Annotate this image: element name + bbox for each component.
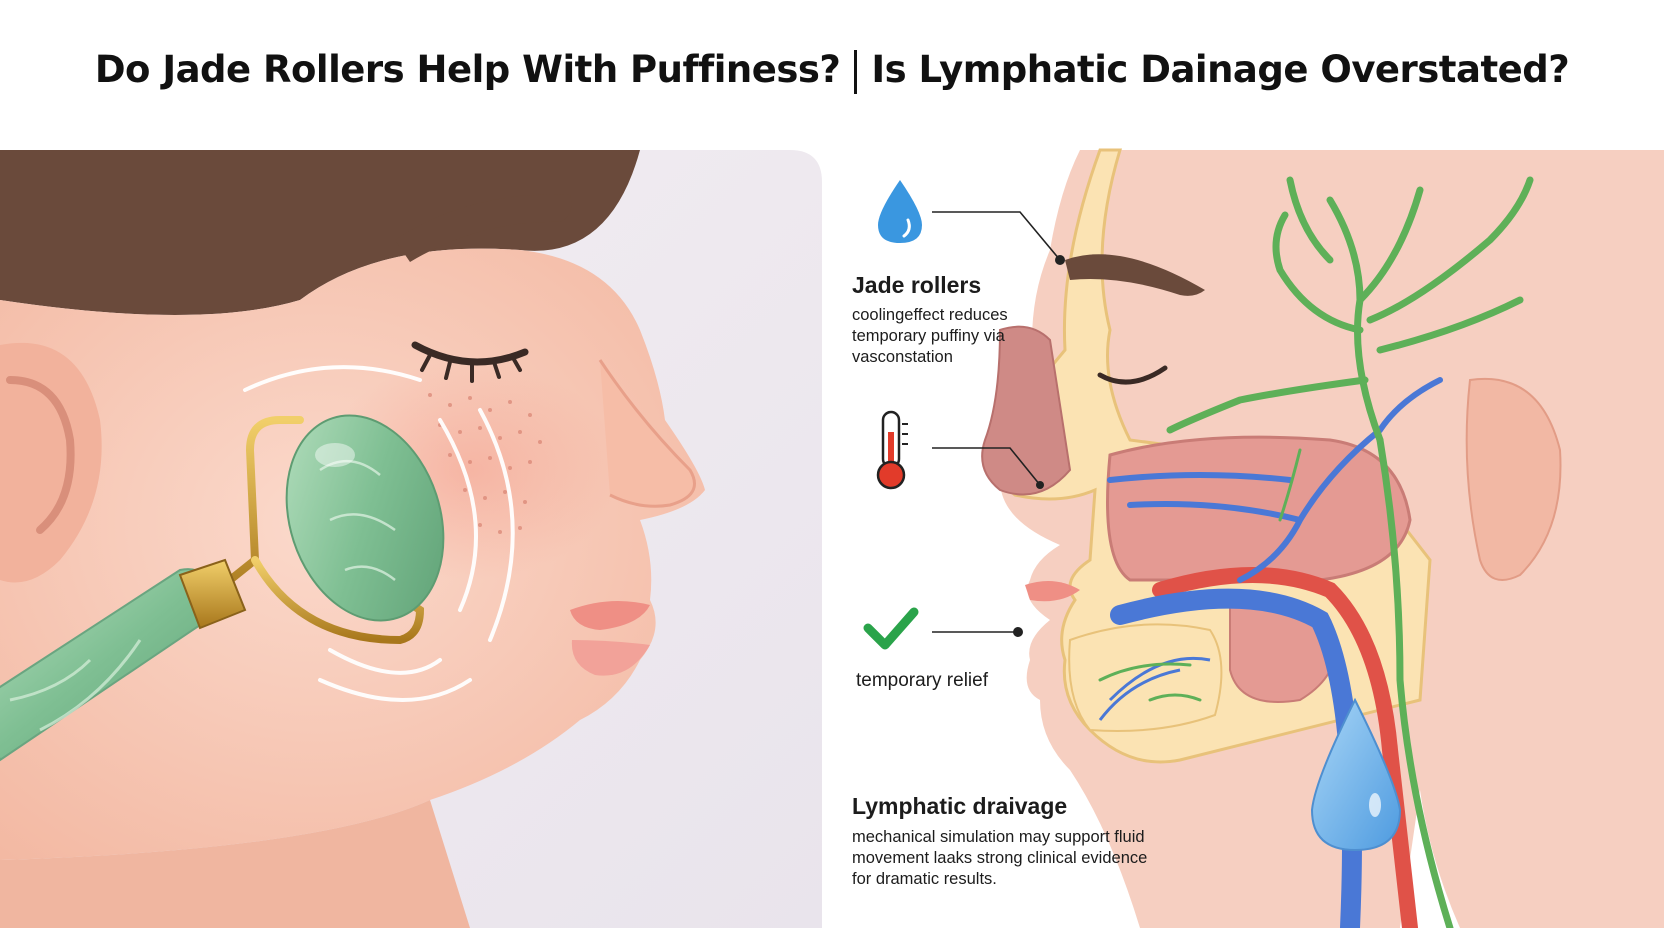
left-panel-face-with-roller <box>0 150 822 928</box>
temporary-relief-label: temporary relief <box>856 670 988 691</box>
lymphatic-drainage-heading: Lymphatic draivage <box>852 793 1068 819</box>
water-drop-icon <box>878 180 922 243</box>
title-right: Is Lymphatic Dainage Overstated? <box>871 48 1570 91</box>
ear-right <box>1465 377 1562 581</box>
thermometer-icon <box>876 410 908 490</box>
eyebrow <box>395 194 572 262</box>
gland <box>1068 623 1223 732</box>
neck <box>0 800 470 928</box>
eyebrow-right <box>1065 254 1205 296</box>
closed-eye-right <box>1097 365 1168 385</box>
lymph-line-3: for dramatic results. <box>852 870 997 888</box>
lymphatic-small <box>1098 448 1302 702</box>
lymph-line-1: mechanical simulation may support fluid <box>852 828 1145 846</box>
lower-lip <box>571 640 650 676</box>
roller-ferrule <box>178 558 247 630</box>
upper-lip <box>570 601 650 630</box>
vein-branches <box>1107 377 1443 583</box>
right-panel-anatomy-diagram <box>863 148 1664 928</box>
ear-inner <box>6 376 75 534</box>
cheek-dots <box>428 393 542 534</box>
lymphatic-vessels <box>1166 176 1534 928</box>
title-left: Do Jade Rollers Help With Puffiness? <box>94 48 841 91</box>
jade-roller <box>0 414 445 762</box>
artery <box>1152 567 1418 928</box>
hair <box>0 150 640 315</box>
jade-line-2: temporary puffiny via <box>852 327 1005 345</box>
jade-line-3: vasconstation <box>852 348 953 366</box>
lips-right <box>1025 581 1080 602</box>
jade-rollers-heading: Jade rollers <box>852 272 982 298</box>
motion-arcs <box>243 365 515 702</box>
ear <box>0 342 102 583</box>
leader-lines <box>932 211 1061 633</box>
lymphatic-drainage-description: mechanical simulation may support fluid … <box>852 827 1147 890</box>
roller-frame-bottom <box>251 556 425 645</box>
checkmark-icon <box>863 607 919 650</box>
jade-rollers-description: coolingeffect reduces temporary puffiny … <box>852 305 1008 368</box>
roller-frame <box>201 416 304 604</box>
nose <box>598 359 696 508</box>
lymph-line-2: movement laaks strong clinical evidence <box>852 849 1148 867</box>
nasal-cavity <box>981 325 1072 496</box>
title-divider <box>854 49 858 94</box>
page-title: Do Jade Rollers Help With Puffiness? Is L… <box>0 48 1664 94</box>
jade-line-1: coolingeffect reduces <box>852 306 1008 324</box>
